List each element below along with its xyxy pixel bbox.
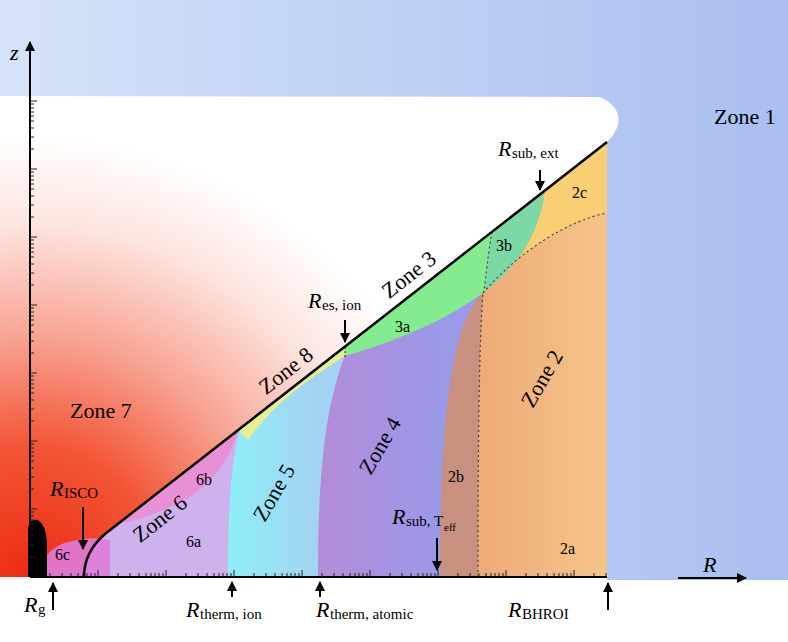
- radius-subscript: sub, ext: [512, 145, 559, 162]
- subzone-label: 3a: [395, 318, 410, 336]
- radius-subscript: therm, ion: [200, 606, 262, 623]
- radius-label: R: [498, 136, 511, 161]
- zone-label: Zone 7: [70, 398, 132, 423]
- subzone-label: 2b: [448, 468, 464, 486]
- radius-label: R: [24, 592, 37, 617]
- radius-label: R: [308, 288, 321, 313]
- subzone-label: 6a: [186, 533, 201, 551]
- radius-label: R: [50, 476, 63, 501]
- subzone-label: 2c: [572, 184, 587, 202]
- radius-subscript: BHROI: [522, 606, 569, 623]
- subzone-label: 3b: [496, 237, 512, 255]
- radius-subscript: eff: [444, 521, 456, 534]
- subzone-label: 2a: [560, 540, 575, 558]
- axis-label: R: [703, 552, 716, 577]
- radius-subscript: ISCO: [64, 485, 98, 502]
- subzone-label: 6c: [55, 546, 70, 564]
- radius-subscript: g: [38, 601, 46, 618]
- subzone-label: 6b: [196, 471, 212, 489]
- radius-label: R: [508, 597, 521, 622]
- radius-label: R: [186, 597, 199, 622]
- radius-subscript: sub, T: [406, 513, 443, 530]
- radius-label: R: [316, 597, 329, 622]
- radius-subscript: therm, atomic: [330, 606, 413, 623]
- zone-label: Zone 1: [714, 104, 776, 129]
- radius-subscript: es, ion: [322, 297, 361, 314]
- axis-label: z: [10, 40, 19, 65]
- radius-label: R: [392, 504, 405, 529]
